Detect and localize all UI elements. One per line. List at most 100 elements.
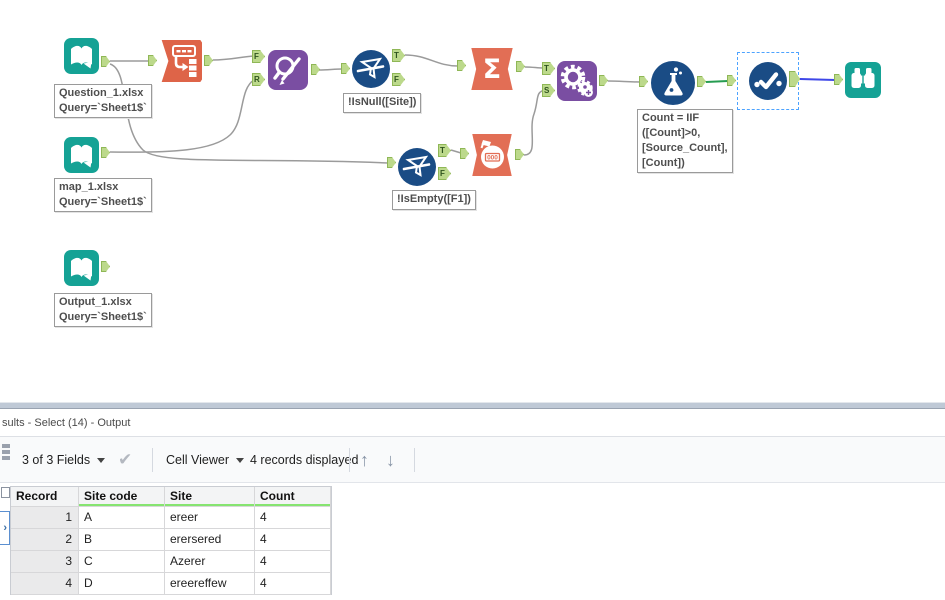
- open-book-icon: [71, 257, 92, 281]
- flask-icon: [664, 67, 683, 96]
- input-anchor[interactable]: [639, 76, 648, 87]
- site-cell[interactable]: Azerer: [165, 551, 255, 573]
- anchor-letter: S: [544, 86, 550, 95]
- browse-tool[interactable]: [845, 62, 881, 98]
- output-anchor[interactable]: [516, 61, 525, 72]
- site-cell[interactable]: ereer: [165, 507, 255, 529]
- input-anchor[interactable]: [457, 60, 466, 71]
- apply-check-button[interactable]: ✔: [118, 437, 132, 483]
- find-replace-icon: [273, 56, 301, 85]
- annotation-formula[interactable]: Count = IIF ([Count]>0, [Source_Count], …: [637, 109, 733, 173]
- output-anchor[interactable]: [101, 147, 110, 158]
- source-input-anchor[interactable]: S: [542, 84, 555, 97]
- output-anchor[interactable]: [101, 261, 110, 272]
- count-cell[interactable]: 4: [255, 507, 331, 529]
- results-toolbar: 3 of 3 Fields ✔ Cell Viewer 4 records di…: [0, 437, 945, 483]
- workflow-canvas[interactable]: Σ: [0, 0, 945, 402]
- cell-viewer-dropdown[interactable]: Cell Viewer: [166, 437, 244, 483]
- input-anchor[interactable]: [834, 74, 843, 85]
- annotation-line: [Source_Count],: [642, 142, 728, 154]
- record-cell[interactable]: 2: [11, 529, 79, 551]
- annotation-output-input[interactable]: Output_1.xlsx Query=`Sheet1$`: [54, 293, 152, 327]
- record-cell[interactable]: 1: [11, 507, 79, 529]
- append-fields-tool[interactable]: [557, 61, 597, 101]
- summarize-tool[interactable]: Σ: [471, 48, 513, 90]
- annotation-line: Count = IIF: [642, 112, 700, 124]
- output-anchor[interactable]: [311, 64, 320, 75]
- grid-view-icon[interactable]: [2, 444, 11, 461]
- fields-summary-label: 3 of 3 Fields: [22, 453, 91, 467]
- column-header-count[interactable]: Count: [255, 487, 331, 507]
- annotation-line: !IsEmpty([F1]): [397, 193, 471, 205]
- input-data-tool-map[interactable]: [64, 137, 99, 173]
- annotation-question-input[interactable]: Question_1.xlsx Query=`Sheet1$`: [54, 84, 152, 118]
- output-anchor[interactable]: [789, 71, 800, 87]
- scroll-up-button[interactable]: ↑: [360, 437, 369, 483]
- annotation-line: Query=`Sheet1$`: [59, 102, 147, 114]
- chevron-down-icon: [236, 457, 244, 463]
- filter-tool-f1[interactable]: [398, 148, 436, 186]
- input-anchor[interactable]: [341, 63, 350, 74]
- annotation-filter-site[interactable]: !IsNull([Site]): [343, 93, 422, 113]
- site-cell[interactable]: ereereffew: [165, 573, 255, 595]
- find-input-anchor[interactable]: F: [252, 50, 265, 63]
- record-cell[interactable]: 3: [11, 551, 79, 573]
- toolbar-separator: [152, 448, 153, 472]
- column-header-site-code[interactable]: Site code: [79, 487, 165, 507]
- output-anchor[interactable]: [101, 56, 110, 67]
- column-header-site[interactable]: Site: [165, 487, 255, 507]
- input-anchor[interactable]: [727, 75, 736, 86]
- table-row[interactable]: 2 B erersered 4: [11, 529, 331, 551]
- replace-input-anchor[interactable]: R: [252, 73, 265, 86]
- table-row[interactable]: 1 A ereer 4: [11, 507, 331, 529]
- input-anchor[interactable]: [148, 55, 157, 66]
- output-anchor[interactable]: [599, 75, 608, 86]
- formula-tool[interactable]: [651, 61, 695, 105]
- annotation-map-input[interactable]: map_1.xlsx Query=`Sheet1$`: [54, 178, 152, 212]
- filter-tool-site[interactable]: [352, 50, 390, 88]
- panel-splitter[interactable]: [0, 402, 945, 409]
- annotation-line: !IsNull([Site]): [348, 96, 417, 108]
- true-output-anchor[interactable]: T: [438, 144, 451, 157]
- select-all-icon[interactable]: [1, 487, 10, 498]
- table-row[interactable]: 4 D ereereffew 4: [11, 573, 331, 595]
- cell-viewer-label: Cell Viewer: [166, 453, 229, 467]
- record-cell[interactable]: 4: [11, 573, 79, 595]
- input-anchor[interactable]: [387, 157, 396, 168]
- table-row[interactable]: 3 C Azerer 4: [11, 551, 331, 573]
- text-to-columns-tool[interactable]: [161, 40, 202, 82]
- sigma-glyph: Σ: [482, 53, 502, 85]
- input-data-tool-output[interactable]: [64, 250, 99, 286]
- target-input-anchor[interactable]: T: [542, 62, 555, 75]
- column-header-record[interactable]: Record: [11, 487, 79, 507]
- false-output-anchor[interactable]: F: [438, 167, 451, 180]
- output-anchor[interactable]: [515, 149, 524, 160]
- fields-dropdown[interactable]: 3 of 3 Fields: [22, 437, 106, 483]
- expand-panel-button[interactable]: ›: [0, 511, 10, 545]
- annotation-filter-f1[interactable]: !IsEmpty([F1]): [392, 190, 476, 210]
- site-cell[interactable]: erersered: [165, 529, 255, 551]
- false-output-anchor[interactable]: F: [392, 73, 405, 86]
- select-tool[interactable]: [749, 62, 787, 100]
- count-records-tool[interactable]: 000: [472, 134, 512, 176]
- annotation-line: Query=`Sheet1$`: [59, 196, 147, 208]
- output-anchor[interactable]: [697, 76, 706, 87]
- count-cell[interactable]: 4: [255, 529, 331, 551]
- true-output-anchor[interactable]: T: [392, 49, 405, 62]
- chevron-down-icon: [97, 457, 106, 463]
- site-code-cell[interactable]: A: [79, 507, 165, 529]
- find-replace-tool[interactable]: [268, 50, 308, 90]
- site-code-cell[interactable]: D: [79, 573, 165, 595]
- input-data-tool-question[interactable]: [64, 38, 99, 74]
- input-anchor[interactable]: [460, 148, 469, 159]
- site-code-cell[interactable]: C: [79, 551, 165, 573]
- output-anchor[interactable]: [204, 55, 213, 66]
- anchor-letter: T: [394, 51, 399, 60]
- filter-funnel-icon: [402, 155, 431, 177]
- count-cell[interactable]: 4: [255, 551, 331, 573]
- count-cell[interactable]: 4: [255, 573, 331, 595]
- site-code-cell[interactable]: B: [79, 529, 165, 551]
- anchor-letter: F: [394, 75, 399, 84]
- scroll-down-button[interactable]: ↓: [386, 437, 395, 483]
